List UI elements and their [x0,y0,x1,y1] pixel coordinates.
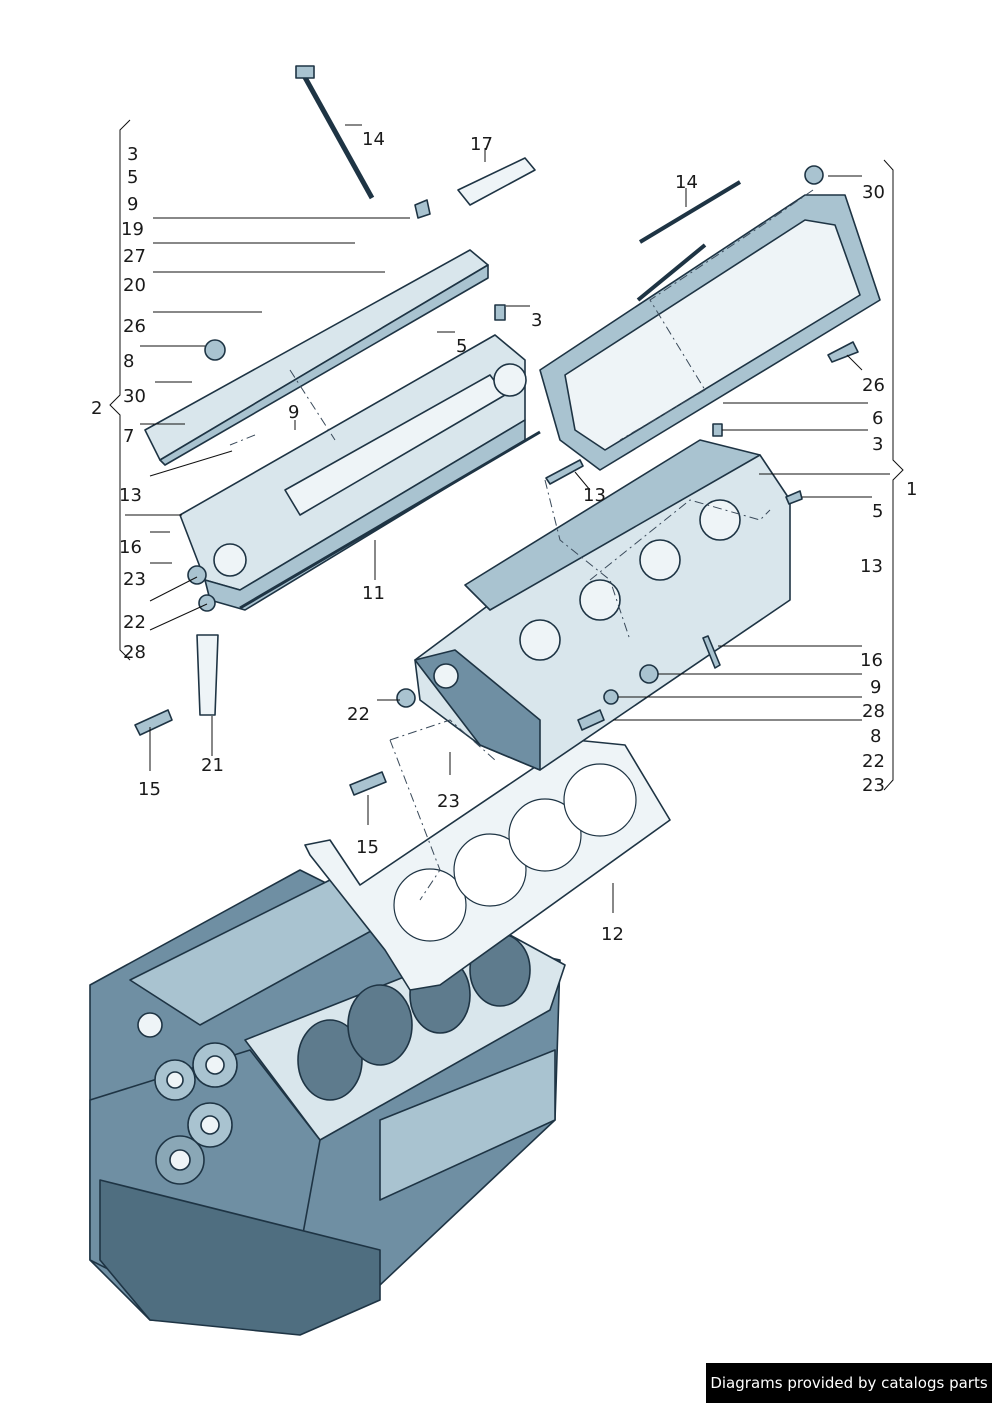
label-16: 16 [119,537,142,558]
label-7: 7 [123,426,134,447]
cylinder-head-gasket [304,739,671,991]
label-23: 23 [123,569,146,590]
label-20: 20 [123,275,146,296]
label-28: 28 [862,701,885,722]
label-9: 9 [288,402,299,423]
group-braces [109,119,904,791]
label-3: 3 [531,310,542,331]
label-6: 6 [872,408,883,429]
right-cam-carrier-gasket [539,165,881,471]
label-5: 5 [127,167,138,188]
label-12: 12 [601,924,624,945]
label-13: 13 [119,485,142,506]
label-30: 30 [862,182,885,203]
label-9: 9 [127,194,138,215]
label-5: 5 [456,336,467,357]
label-17: 17 [470,134,493,155]
label-19: 19 [121,219,144,240]
label-23: 23 [862,775,885,796]
label-30: 30 [123,386,146,407]
label-16: 16 [860,650,883,671]
label-26: 26 [123,316,146,337]
label-23: 23 [437,791,460,812]
label-13: 13 [583,485,606,506]
label-26: 26 [862,375,885,396]
label-22: 22 [347,704,370,725]
label-11: 11 [362,583,385,604]
label-3: 3 [127,144,138,165]
label-15: 15 [138,779,161,800]
label-21: 21 [201,755,224,776]
engine-block [89,869,566,1336]
label-8: 8 [870,726,881,747]
label-22: 22 [862,751,885,772]
label-14: 14 [675,172,698,193]
callout-labels: 3 5 9 19 27 20 26 8 30 7 13 16 23 22 28 … [91,129,917,945]
label-8: 8 [123,351,134,372]
label-13: 13 [860,556,883,577]
label-2: 2 [91,398,102,419]
right-cylinder-head [349,423,803,796]
label-1: 1 [906,479,917,500]
assembly-center-lines [229,189,814,901]
left-valve-cover-assembly [134,65,541,736]
leader-lines [125,124,890,913]
label-3: 3 [872,434,883,455]
label-9: 9 [870,677,881,698]
label-28: 28 [123,642,146,663]
label-5: 5 [872,501,883,522]
credit-banner: Diagrams provided by catalogs parts [706,1363,992,1403]
label-27: 27 [123,246,146,267]
label-22: 22 [123,612,146,633]
label-14: 14 [362,129,385,150]
label-15: 15 [356,837,379,858]
